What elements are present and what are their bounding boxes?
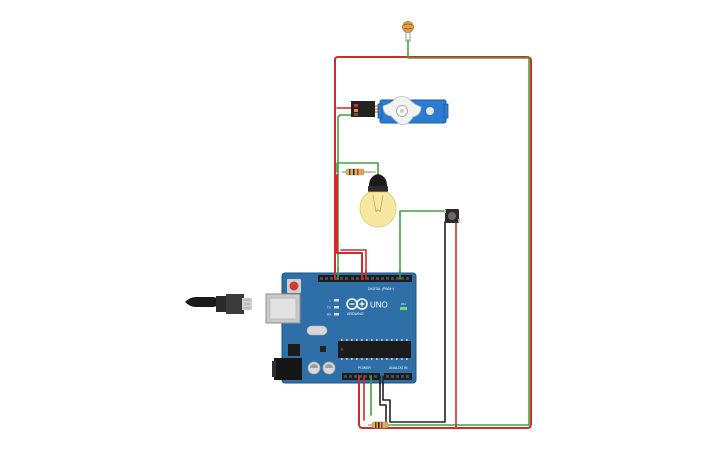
microcontroller-chip bbox=[338, 339, 411, 360]
svg-text:TX: TX bbox=[327, 306, 331, 310]
light-bulb[interactable] bbox=[359, 171, 397, 228]
analog-label: ANALOG IN bbox=[389, 366, 408, 370]
power-header[interactable] bbox=[342, 373, 380, 380]
wire-ends bbox=[334, 267, 401, 385]
wire-red-5v-loop[interactable] bbox=[334, 56, 532, 429]
wire-black-gnd[interactable] bbox=[382, 221, 446, 423]
wire-green-servo[interactable] bbox=[337, 114, 359, 271]
model-label: UNO bbox=[370, 301, 388, 310]
pushbutton[interactable] bbox=[444, 209, 460, 223]
wire-red-board-2[interactable] bbox=[340, 249, 367, 276]
dc-jack[interactable] bbox=[274, 358, 302, 380]
wire-red-board[interactable] bbox=[336, 174, 363, 276]
power-label: POWER bbox=[358, 366, 371, 370]
photoresistor[interactable] bbox=[402, 21, 414, 43]
analog-header[interactable] bbox=[384, 373, 412, 380]
status-leds: L TX RX ON bbox=[327, 299, 407, 317]
usb-cable[interactable] bbox=[185, 294, 252, 314]
svg-text:RX: RX bbox=[327, 313, 331, 317]
svg-text:ON: ON bbox=[401, 302, 406, 306]
micro-servo[interactable] bbox=[351, 96, 449, 126]
wire-black-gnd-2[interactable] bbox=[379, 379, 387, 425]
capacitors bbox=[307, 361, 336, 375]
digital-label: DIGITAL (PWM~) bbox=[368, 287, 394, 291]
reset-button[interactable] bbox=[287, 279, 301, 293]
resistor-bottom[interactable] bbox=[368, 421, 392, 429]
wires bbox=[334, 39, 532, 429]
logo-label: ARDUINO bbox=[347, 312, 364, 316]
arduino-logo: UNO ARDUINO bbox=[346, 298, 388, 316]
usb-chip bbox=[288, 344, 300, 356]
wire-green-button[interactable] bbox=[399, 210, 447, 276]
wire-green-sensor[interactable] bbox=[376, 39, 530, 426]
arduino-board[interactable]: DIGITAL (PWM~) L TX RX ON UNO ARDUINO bbox=[265, 272, 417, 384]
crystal bbox=[306, 325, 328, 336]
resistor-bulb[interactable] bbox=[342, 168, 372, 176]
digital-header[interactable] bbox=[318, 275, 412, 282]
svg-text:L: L bbox=[329, 299, 331, 303]
wire-green-bulb[interactable] bbox=[336, 162, 379, 176]
